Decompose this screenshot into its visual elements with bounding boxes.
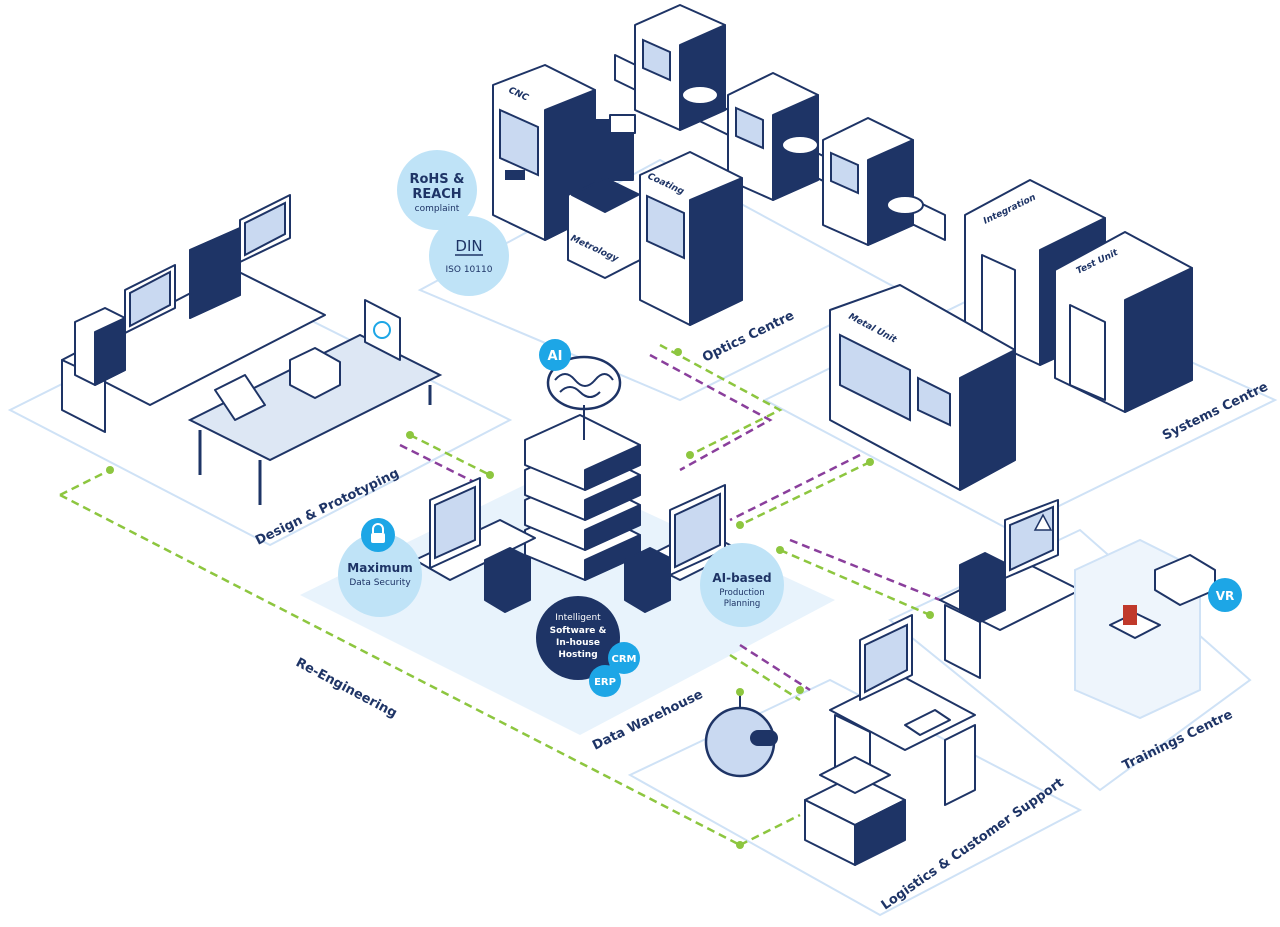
zone-label-systems: Systems Centre — [1160, 379, 1271, 443]
vr-text: VR — [1216, 589, 1235, 603]
din-bubble: DIN ISO 10110 — [429, 216, 509, 296]
security-bubble: Maximum Data Security — [338, 533, 422, 617]
ai-planning-sub2: Planning — [724, 599, 761, 609]
software-l1: Intelligent — [555, 613, 601, 623]
rohs-line1: RoHS & — [409, 172, 464, 187]
iso-text: ISO 10110 — [446, 265, 493, 275]
metrology-machine: Metrology — [567, 114, 641, 279]
software-l3: In-house — [556, 638, 600, 648]
data-desk-right — [624, 484, 741, 613]
server-stack — [524, 414, 641, 581]
erp-bubble: ERP — [589, 665, 621, 697]
din-text: DIN — [455, 237, 482, 255]
floor-logistics — [627, 678, 1083, 917]
training-desk — [939, 499, 1081, 679]
vr-bubble: VR — [1208, 578, 1242, 612]
lock-icon — [361, 518, 395, 552]
crm-bubble: CRM — [608, 642, 640, 674]
software-bubble: Intelligent Software & In-house Hosting — [536, 596, 620, 680]
coating-machine: Coating — [639, 151, 743, 326]
rohs-sub: complaint — [415, 204, 460, 214]
connector-dots — [106, 348, 934, 849]
rohs-reach-bubble: RoHS & REACH complaint — [397, 150, 477, 230]
design-desk-left — [61, 194, 326, 433]
erp-text: ERP — [594, 677, 616, 688]
zone-label-optics: Optics Centre — [700, 308, 797, 365]
crm-text: CRM — [612, 654, 637, 665]
robot-icon — [704, 688, 778, 778]
ai-planning-bubble: AI-based Production Planning — [700, 543, 784, 627]
brain-icon — [546, 355, 622, 440]
connectors — [59, 343, 941, 847]
conveyor-line — [614, 4, 946, 246]
phone-icon — [904, 709, 951, 736]
security-sub: Data Security — [349, 578, 411, 588]
software-l2: Software & — [550, 626, 607, 636]
software-l4: Hosting — [558, 650, 597, 660]
design-table-right — [187, 299, 443, 505]
ai-planning-title: AI-based — [712, 571, 771, 585]
security-title: Maximum — [347, 561, 412, 575]
ai-planning-sub1: Production — [719, 588, 764, 598]
metal-unit: Metal Unit — [829, 284, 1016, 491]
ai-text: AI — [548, 349, 563, 364]
ai-bubble: AI — [539, 339, 571, 371]
zone-label-logistics: Logistics & Customer Support — [879, 775, 1067, 913]
test-unit: Test Unit — [1054, 231, 1193, 413]
zone-label-reengineering: Re-Engineering — [293, 655, 399, 721]
warning-icon — [1033, 513, 1053, 531]
data-desk-left — [414, 477, 536, 613]
package-cart — [804, 756, 906, 866]
rohs-line2: REACH — [412, 187, 461, 202]
